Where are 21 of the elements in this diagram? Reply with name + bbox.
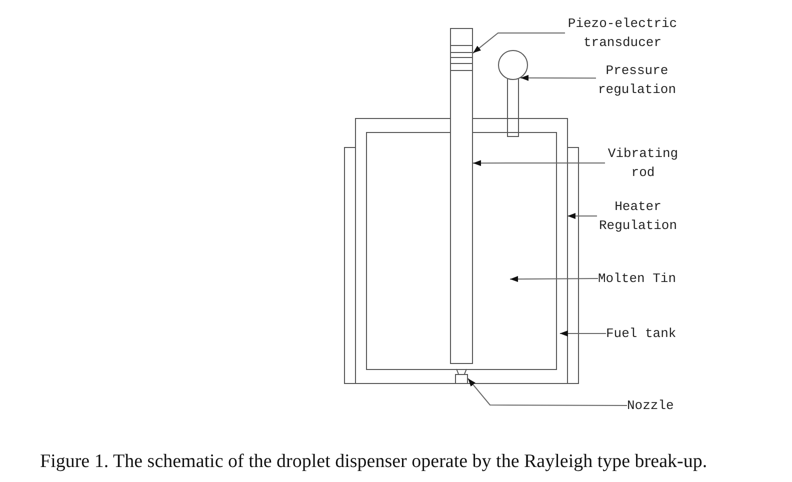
part-label: Piezo-electric transducer xyxy=(565,14,680,52)
fuel-tank xyxy=(355,118,568,384)
part-label: Pressure regulation xyxy=(596,61,678,99)
leader-arrow xyxy=(566,212,598,219)
vibrating-rod xyxy=(450,28,473,364)
leader-arrow xyxy=(520,74,596,81)
part-label: Fuel tank xyxy=(606,324,676,343)
leader-arrow xyxy=(559,330,606,336)
leader-arrow xyxy=(472,160,606,166)
part-label: Nozzle xyxy=(627,396,674,415)
part-label: Heater Regulation xyxy=(597,197,679,235)
leader-arrow xyxy=(510,276,598,282)
molten-tin-chamber xyxy=(366,132,557,370)
part-label: Molten Tin xyxy=(598,269,676,288)
figure-caption: Figure 1. The schematic of the droplet dispenser operate by the Rayleigh type break-up. xyxy=(40,450,708,474)
part-label: Vibrating rod xyxy=(605,144,681,182)
pressure-regulator xyxy=(498,50,528,80)
leader-arrow xyxy=(468,378,628,406)
leader-arrow xyxy=(472,32,566,54)
piezo-transducer xyxy=(450,45,473,71)
nozzle xyxy=(455,374,468,384)
